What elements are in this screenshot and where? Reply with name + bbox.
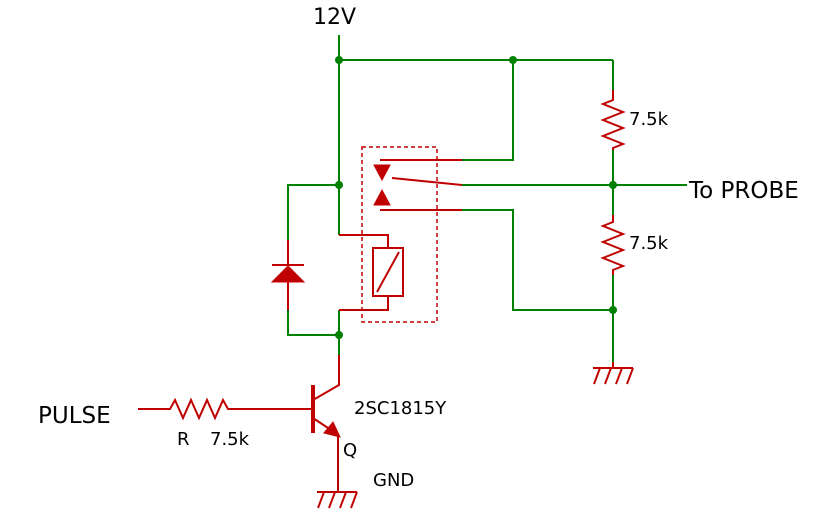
supply-label: 12V: [313, 5, 356, 30]
flyback-diode: [270, 240, 306, 310]
junction-dot: [335, 331, 343, 339]
lower-divider-resistor: [600, 215, 626, 275]
diode-loop-wire: [287, 184, 339, 336]
coil-bottom-lead: [339, 296, 389, 311]
divider-ground-symbol: [593, 362, 634, 385]
no-contact-wire: [462, 209, 613, 311]
ground-label: GND: [373, 470, 414, 491]
no-contact-arrow: [373, 188, 391, 206]
probe-output-label: To PROBE: [688, 178, 799, 204]
diode-triangle: [270, 265, 306, 283]
divider-ground-hatch: [604, 367, 612, 385]
nc-contact-wire: [462, 60, 514, 161]
npn-transistor: [300, 355, 341, 492]
junction-dot: [335, 181, 343, 189]
emitter-ground-symbol: [317, 491, 358, 509]
wires: [287, 35, 687, 365]
junction-dot: [609, 306, 617, 314]
base-resistor: [138, 397, 300, 421]
transistor-part-label: 2SC1815Y: [354, 398, 447, 419]
junction-dot: [609, 181, 617, 189]
emitter-ground-hatch: [350, 491, 358, 509]
junction-dot: [335, 56, 343, 64]
lower-resistor-value: 7.5k: [629, 233, 669, 254]
upper-resistor-value: 7.5k: [629, 109, 669, 130]
transistor-ref-label: Q: [343, 440, 357, 461]
junction-dots: [335, 56, 617, 339]
pulse-input-label: PULSE: [38, 403, 111, 429]
relay-coil-slash: [376, 251, 400, 293]
junction-dot: [509, 56, 517, 64]
emitter-ground-hatch: [339, 491, 347, 509]
transistor-collector: [312, 355, 340, 401]
relay: [339, 146, 463, 323]
relay-armature: [391, 177, 463, 186]
divider-ground-hatch: [593, 367, 601, 385]
coil-top-lead: [339, 234, 389, 248]
base-resistor-value: 7.5k: [210, 429, 250, 450]
upper-divider-resistor: [600, 90, 626, 150]
emitter-ground-hatch: [317, 491, 325, 509]
relay-enclosure: [361, 146, 438, 323]
transistor-emitter-arrow: [323, 421, 341, 438]
base-resistor-ref: R: [177, 429, 190, 450]
divider-ground-hatch: [615, 367, 623, 385]
divider-ground-hatch: [626, 367, 634, 385]
emitter-ground-hatch: [328, 491, 336, 509]
nc-contact-arrow: [373, 164, 391, 182]
